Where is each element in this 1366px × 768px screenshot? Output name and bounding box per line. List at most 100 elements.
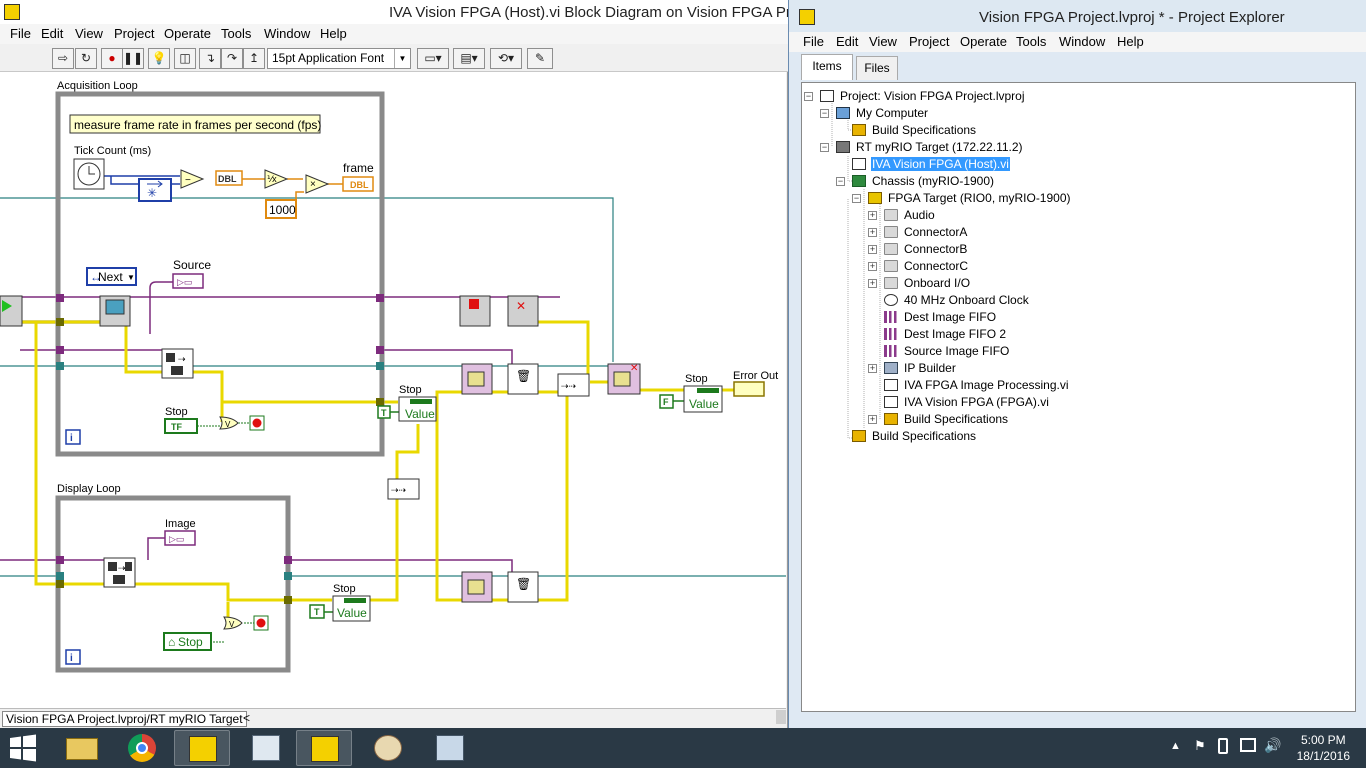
camera-close-node[interactable] <box>507 295 539 327</box>
error-out-indicator[interactable] <box>733 381 765 397</box>
collapse-project-icon[interactable]: − <box>804 91 813 101</box>
labview-taskbar-button-2[interactable] <box>296 730 352 766</box>
merge-errors-node[interactable] <box>557 373 590 397</box>
windows-start-icon[interactable] <box>8 734 38 762</box>
flag-icon[interactable]: ⚑ <box>1194 738 1206 753</box>
pe-menu-help[interactable]: Help <box>1117 34 1144 49</box>
menu-window[interactable]: Window <box>264 26 311 41</box>
tree-item-dest-image-fifo[interactable]: Dest Image FIFO <box>884 309 997 326</box>
tree-item-build-specs-rt[interactable]: Build Specifications <box>852 428 977 445</box>
pe-menu-file[interactable]: File <box>803 34 824 49</box>
align-objects-icon[interactable]: ▭▾ <box>417 48 449 69</box>
expand-ip-builder-icon[interactable]: + <box>868 363 877 373</box>
menu-edit[interactable]: Edit <box>41 26 64 41</box>
network-icon[interactable] <box>1240 738 1256 752</box>
network-taskbar-button[interactable] <box>422 730 478 766</box>
collapse-my-computer-icon[interactable]: − <box>820 108 829 118</box>
tree-item-project[interactable]: Project: Vision FPGA Project.lvproj <box>820 88 1026 105</box>
tree-item-chassis[interactable]: Chassis (myRIO-1900) <box>852 173 995 190</box>
tree-item-onboard-clock[interactable]: 40 MHz Onboard Clock <box>884 292 1030 309</box>
file-explorer-taskbar-button[interactable] <box>54 730 110 766</box>
expand-connectorb-icon[interactable]: + <box>868 244 877 254</box>
tree-item-ip-builder[interactable]: IP Builder <box>884 360 957 377</box>
block-diagram-canvas[interactable]: Acquisition Loop measure frame rate in f… <box>0 72 786 708</box>
run-arrow-icon[interactable]: ⇨ <box>52 48 74 69</box>
expand-audio-icon[interactable]: + <box>868 210 877 220</box>
collapse-rt-target-icon[interactable]: − <box>820 142 829 152</box>
tab-items[interactable]: Items <box>801 54 853 80</box>
subtract-node[interactable] <box>180 169 205 189</box>
or-node-display[interactable] <box>223 616 243 630</box>
menu-file[interactable]: File <box>10 26 31 41</box>
tree-item-connectorc[interactable]: ConnectorC <box>884 258 969 275</box>
tree-item-connectora[interactable]: ConnectorA <box>884 224 968 241</box>
menu-tools[interactable]: Tools <box>221 26 252 41</box>
abort-icon[interactable]: ● <box>101 48 123 69</box>
chrome-taskbar-button[interactable] <box>114 730 170 766</box>
expand-connectora-icon[interactable]: + <box>868 227 877 237</box>
collapse-chassis-icon[interactable]: − <box>836 176 845 186</box>
expand-connectorc-icon[interactable]: + <box>868 261 877 271</box>
constant-1000[interactable] <box>265 199 297 219</box>
tree-item-dest-image-fifo-2[interactable]: Dest Image FIFO 2 <box>884 326 1007 343</box>
expand-fpga-build-specs-icon[interactable]: + <box>868 414 877 424</box>
highlight-execution-icon[interactable]: 💡 <box>148 48 170 69</box>
collapse-fpga-target-icon[interactable]: − <box>852 193 861 203</box>
usb-icon[interactable] <box>1218 738 1228 754</box>
or-node[interactable] <box>219 416 239 430</box>
false-constant[interactable] <box>659 394 674 409</box>
paint-taskbar-button[interactable] <box>360 730 416 766</box>
tree-item-build-specs-fpga[interactable]: Build Specifications <box>884 411 1009 428</box>
tree-item-my-computer[interactable]: My Computer <box>836 105 929 122</box>
tree-item-onboard-io[interactable]: Onboard I/O <box>884 275 971 292</box>
pe-menu-operate[interactable]: Operate <box>960 34 1007 49</box>
menu-operate[interactable]: Operate <box>164 26 211 41</box>
merge-errors-node-2[interactable] <box>387 478 420 500</box>
project-tree[interactable]: − Project: Vision FPGA Project.lvproj − … <box>801 82 1356 712</box>
reciprocal-node[interactable] <box>264 169 289 189</box>
true-constant[interactable] <box>377 405 391 419</box>
pe-menu-tools[interactable]: Tools <box>1016 34 1047 49</box>
ni-max-taskbar-button[interactable] <box>238 730 294 766</box>
tree-item-audio[interactable]: Audio <box>884 207 936 224</box>
stop-boolean-control[interactable] <box>164 418 198 434</box>
system-clock[interactable]: 5:00 PM 18/1/2016 <box>1297 732 1350 764</box>
image-indicator[interactable] <box>164 530 196 546</box>
menu-view[interactable]: View <box>75 26 103 41</box>
pause-icon[interactable]: ❚❚ <box>122 48 144 69</box>
menu-help[interactable]: Help <box>320 26 347 41</box>
step-into-icon[interactable]: ↴ <box>199 48 221 69</box>
context-path[interactable]: Vision FPGA Project.lvproj/RT myRIO Targ… <box>2 711 247 727</box>
font-select[interactable]: 15pt Application Font ▼ <box>267 48 411 69</box>
camera-stop-node[interactable] <box>459 295 491 327</box>
multiply-node[interactable] <box>305 174 330 194</box>
horizontal-scrollbar[interactable] <box>776 710 786 724</box>
true-constant-display[interactable] <box>309 604 325 619</box>
distribute-objects-icon[interactable]: ▤▾ <box>453 48 485 69</box>
tree-item-fpga-target[interactable]: FPGA Target (RIO0, myRIO-1900) <box>868 190 1072 207</box>
tree-item-connectorb[interactable]: ConnectorB <box>884 241 968 258</box>
source-image-indicator[interactable] <box>172 273 204 289</box>
retain-wire-values-icon[interactable]: ◫ <box>174 48 196 69</box>
tab-files[interactable]: Files <box>856 56 898 80</box>
tree-item-build-specs-mycomputer[interactable]: Build Specifications <box>852 122 977 139</box>
tree-item-host-vi[interactable]: IVA Vision FPGA (Host).vi <box>852 156 1010 173</box>
close-fifo-node-acq[interactable] <box>507 363 539 395</box>
pe-menu-project[interactable]: Project <box>909 34 950 49</box>
block-diagram-title-bar[interactable]: IVA Vision FPGA (Host).vi Block Diagram … <box>0 0 803 24</box>
pe-menu-edit[interactable]: Edit <box>836 34 859 49</box>
close-fifo-node-display[interactable] <box>507 571 539 603</box>
chevron-left-icon[interactable]: < <box>243 711 251 725</box>
step-over-icon[interactable]: ↷ <box>221 48 243 69</box>
run-continuously-icon[interactable]: ↻ <box>75 48 97 69</box>
tree-item-source-image-fifo[interactable]: Source Image FIFO <box>884 343 1010 360</box>
pe-menu-window[interactable]: Window <box>1059 34 1106 49</box>
acquisition-while-loop[interactable] <box>55 91 385 457</box>
frame-indicator[interactable] <box>342 176 374 192</box>
labview-taskbar-button-1[interactable] <box>174 730 230 766</box>
step-out-icon[interactable]: ↥ <box>243 48 265 69</box>
clean-up-diagram-icon[interactable]: ✎ <box>527 48 553 69</box>
next-enum-constant[interactable] <box>86 267 137 286</box>
tree-item-image-processing-vi[interactable]: IVA FPGA Image Processing.vi <box>884 377 1070 394</box>
chevron-up-icon[interactable]: ▲ <box>1170 740 1181 752</box>
